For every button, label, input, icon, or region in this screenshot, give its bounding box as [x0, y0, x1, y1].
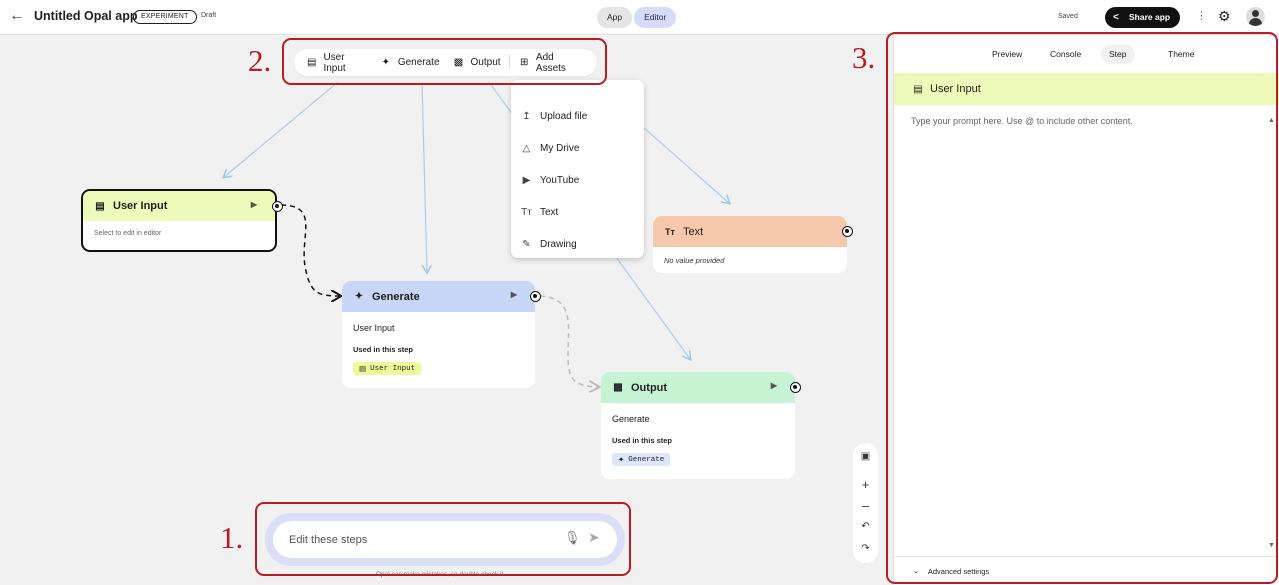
edit-steps-chat: 🎙 ➤ [265, 513, 625, 566]
sparkle-icon: ✦ [618, 456, 625, 465]
add-box-icon: ⊞ [520, 57, 529, 68]
add-assets-menu: ↥ Upload file △ My Drive ▶ YouTube Tт Te… [511, 80, 644, 258]
output-port[interactable] [790, 382, 801, 393]
add-user-input-button[interactable]: ▤ User Input [307, 51, 346, 74]
drive-icon: △ [522, 142, 531, 154]
used-in-step-label: Used in this step [353, 345, 414, 354]
redo-icon[interactable]: ↷ [861, 543, 870, 554]
youtube-icon: ▶ [522, 174, 531, 186]
panel-tabs: Preview Console Step Theme [894, 36, 1279, 73]
more-vert-icon[interactable]: ⋮ [1196, 10, 1207, 22]
output-port[interactable] [272, 201, 283, 212]
user-input-icon: ▤ [359, 365, 367, 374]
node-title: User Input [113, 200, 168, 212]
output-port[interactable] [842, 226, 853, 237]
avatar[interactable] [1246, 7, 1265, 26]
drawing-icon: ✎ [522, 238, 531, 250]
chevron-down-icon: ⌄ [913, 568, 919, 575]
person-icon [1252, 10, 1259, 17]
share-icon: < [1113, 12, 1119, 23]
upload-icon: ↥ [522, 110, 531, 122]
side-panel: Preview Console Step Theme ▤ User Input … [893, 36, 1279, 585]
play-icon[interactable]: ▶ [250, 200, 257, 209]
tab-theme[interactable]: Theme [1168, 49, 1195, 59]
node-user-input[interactable]: ▤ User Input ▶ Select to edit in editor [81, 189, 283, 252]
play-icon[interactable]: ▶ [510, 290, 517, 299]
callout-number-toolbar: 2. [248, 43, 272, 78]
callout-number-panel: 3. [852, 40, 876, 75]
node-generate[interactable]: ✦ Generate ▶ User Input Used in this ste… [342, 281, 541, 388]
node-source: Generate [612, 414, 650, 424]
zoom-in-icon[interactable]: + [861, 477, 870, 492]
chat-disclaimer: Opal can make mistakes, so double-check … [376, 571, 504, 578]
callout-number-chat: 1. [220, 520, 244, 555]
toolbar-divider [508, 55, 510, 70]
node-output-header[interactable]: ▩ Output ▶ [601, 372, 801, 403]
node-empty-note: No value provided [664, 256, 725, 265]
zoom-controls: ▣ + – ↶ ↷ [853, 443, 878, 563]
draft-status: Draft [201, 12, 217, 19]
user-input-icon: ▤ [95, 200, 105, 212]
share-app-button[interactable]: < Share app [1105, 7, 1180, 28]
sparkle-icon: ✦ [381, 57, 390, 68]
zoom-out-icon[interactable]: – [861, 498, 870, 513]
node-toolbar: ▤ User Input ✦ Generate ▩ Output ⊞ Add A… [294, 49, 597, 76]
mic-icon[interactable]: 🎙 [564, 530, 581, 545]
advanced-settings-label: Advanced settings [927, 566, 990, 576]
used-in-step-label: Used in this step [612, 436, 673, 445]
input-chip[interactable]: ✦ Generate [612, 453, 671, 466]
share-app-label: Share app [1129, 12, 1171, 22]
add-generate-button[interactable]: ✦ Generate [381, 57, 440, 68]
tab-preview[interactable]: Preview [992, 49, 1023, 59]
mode-toggle: App Editor [597, 7, 677, 28]
advanced-settings-toggle[interactable]: ⌄ Advanced settings [894, 556, 1279, 585]
text-icon: Tт [665, 226, 675, 237]
user-input-icon: ▤ [913, 83, 923, 95]
add-output-button[interactable]: ▩ Output [453, 57, 501, 68]
node-title: Output [631, 381, 668, 394]
node-title: Text [683, 225, 704, 238]
step-header: ▤ User Input [894, 73, 1279, 105]
save-status: Saved [1058, 13, 1078, 20]
menu-item-text[interactable]: Tт Text [521, 206, 559, 218]
output-port[interactable] [530, 291, 541, 302]
output-icon: ▩ [453, 57, 464, 68]
node-hint: Select to edit in editor [94, 230, 162, 237]
prompt-editor[interactable] [902, 113, 1266, 533]
scroll-down-icon[interactable]: ▼ [1268, 542, 1275, 549]
play-icon[interactable]: ▶ [770, 381, 777, 390]
menu-item-upload-file[interactable]: ↥ Upload file [511, 100, 644, 132]
menu-item-my-drive[interactable]: △ My Drive [511, 132, 644, 164]
arrow-left-icon[interactable]: ← [9, 7, 25, 24]
send-icon[interactable]: ➤ [588, 529, 600, 545]
node-source: User Input [353, 323, 395, 333]
experiment-badge: EXPERIMENT [133, 10, 197, 24]
input-chip[interactable]: ▤ User Input [353, 362, 422, 375]
node-text[interactable]: Tт Text No value provided [653, 216, 853, 273]
node-user-input-header[interactable]: ▤ User Input ▶ [83, 191, 283, 221]
menu-item-youtube[interactable]: ▶ YouTube [511, 164, 644, 196]
node-output[interactable]: ▩ Output ▶ Generate Used in this step ✦ … [601, 372, 801, 479]
tab-step[interactable]: Step [1101, 45, 1135, 64]
node-generate-header[interactable]: ✦ Generate ▶ [342, 281, 541, 312]
node-title: Generate [372, 290, 420, 303]
user-input-icon: ▤ [307, 57, 317, 68]
menu-item-drawing[interactable]: ✎ Drawing [511, 228, 644, 260]
output-icon: ▩ [613, 382, 623, 393]
top-bar: ← Untitled Opal app EXPERIMENT Draft App… [0, 0, 1279, 35]
scroll-up-icon[interactable]: ▲ [1268, 117, 1275, 124]
add-assets-button[interactable]: ⊞ Add Assets [520, 51, 566, 74]
mode-app-button[interactable]: App [597, 7, 633, 28]
tab-console[interactable]: Console [1050, 49, 1082, 59]
mode-editor-button[interactable]: Editor [634, 7, 677, 28]
text-icon: Tт [521, 206, 532, 218]
app-title[interactable]: Untitled Opal app [34, 9, 138, 23]
gear-icon[interactable]: ⚙ [1218, 8, 1231, 24]
edit-steps-input[interactable] [273, 521, 617, 558]
step-title: User Input [930, 83, 981, 95]
sparkle-icon: ✦ [354, 291, 364, 302]
undo-icon[interactable]: ↶ [861, 521, 870, 532]
node-text-header[interactable]: Tт Text [653, 216, 853, 247]
fit-view-icon[interactable]: ▣ [860, 451, 871, 462]
